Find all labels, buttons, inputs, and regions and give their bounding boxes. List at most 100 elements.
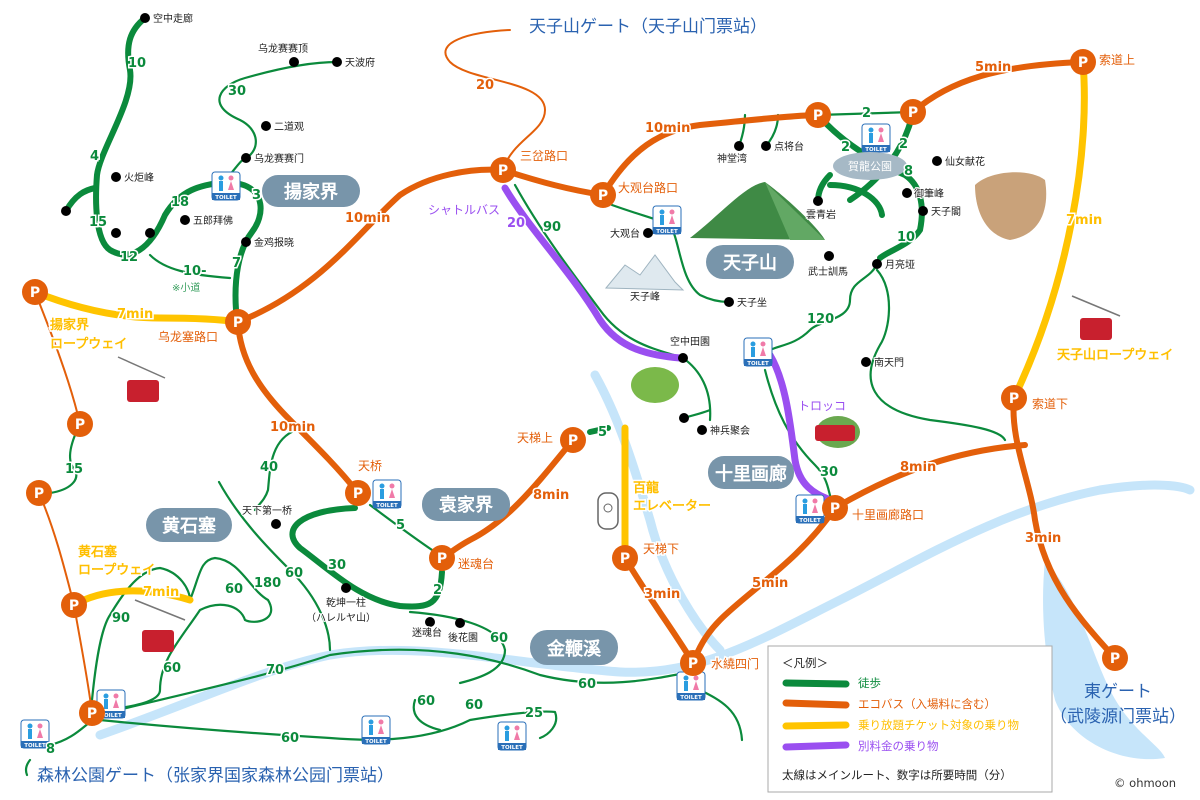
walk-time: 60	[281, 731, 299, 746]
copyright: © ohmoon	[1114, 776, 1176, 790]
walk-time: 5	[396, 518, 405, 533]
bus-time: 3min	[644, 587, 680, 602]
toilet-label: TOILET	[24, 743, 46, 749]
area-label: 十里画廊	[715, 463, 787, 485]
walk-time: 30	[228, 84, 246, 99]
toilet-label: TOILET	[656, 229, 678, 235]
spot-label: 南天門	[874, 356, 904, 369]
toilet-label: TOILET	[680, 695, 702, 701]
walk-time: 7	[232, 256, 241, 271]
elevator-label: 百龍	[633, 480, 659, 496]
parking-letter: P	[568, 433, 578, 449]
toilet-icon: TOILET	[211, 171, 241, 201]
parking-letter: P	[34, 486, 44, 502]
bus-stop-pin[interactable]: P	[560, 427, 586, 453]
walk-time: 2	[899, 137, 908, 152]
bus-stop-pin[interactable]: P	[345, 480, 371, 506]
gondola-icon	[117, 295, 1121, 652]
walk-time: 60	[225, 582, 243, 597]
ropeway-label: 天子山ロープウェイ	[1057, 347, 1173, 363]
walk-time: 10	[897, 230, 915, 245]
eco-bus-routes	[34, 29, 1118, 714]
bus-stop-pin[interactable]: P	[680, 650, 706, 676]
walk-time: 60	[490, 631, 508, 646]
parking-letter: P	[1078, 55, 1088, 71]
trolley-label: トロッコ	[798, 399, 846, 413]
ropeway-label: ロープウェイ	[50, 337, 127, 352]
bus-stop-pin[interactable]: P	[900, 99, 926, 125]
parking-letter: P	[620, 551, 630, 567]
bus-stop-pin[interactable]: P	[429, 545, 455, 571]
area-shilihualang: 十里画廊	[708, 456, 794, 489]
bus-stop-label: 三岔路口	[520, 148, 568, 163]
bus-time: 10min	[345, 211, 390, 226]
toilet-icon: TOILET	[652, 205, 682, 235]
parking-letter: P	[233, 315, 243, 331]
bus-stop-pin[interactable]: P	[590, 182, 616, 208]
area-label: 揚家界	[284, 181, 338, 203]
area-jinbianxi: 金鞭溪	[530, 630, 618, 665]
bus-stop-pin[interactable]: P	[805, 102, 831, 128]
bus-stop-pin[interactable]: P	[822, 495, 848, 521]
parking-letter: P	[87, 706, 97, 722]
legend-extra-fee: 別料金の乗り物	[858, 739, 939, 753]
trolley-icon	[815, 416, 860, 448]
walk-time: 30	[328, 558, 346, 573]
bus-stop-pin[interactable]: P	[67, 411, 93, 437]
bus-stop-label: 十里画廊路口	[852, 507, 924, 522]
legend-walk: 徒歩	[858, 676, 881, 690]
ropeway-label: ロープウェイ	[78, 563, 155, 578]
walk-time: 60	[285, 566, 303, 581]
parking-letter: P	[437, 551, 447, 567]
bus-stop-pin[interactable]: P	[1001, 385, 1027, 411]
bus-stop-pin[interactable]: P	[225, 309, 251, 335]
bus-stop-label: 水繞四门	[711, 656, 759, 671]
walk-time: 180	[254, 576, 281, 591]
parking-letter: P	[353, 486, 363, 502]
walk-time: 90	[112, 611, 130, 626]
spot-label: 神兵聚会	[710, 424, 750, 437]
spot-label: 火炬峰	[124, 171, 154, 184]
legend-title: ＜凡例＞	[782, 656, 828, 670]
toilet-icon: TOILET	[361, 715, 391, 745]
toilet-label: TOILET	[100, 713, 122, 719]
bus-stop-pin[interactable]: P	[1070, 49, 1096, 75]
spot-label: 二道观	[274, 120, 304, 133]
bus-stop-pins[interactable]: P P P P P P P P P P P P P P P P P P P	[22, 49, 1128, 726]
toilet-icon: TOILET	[20, 719, 50, 749]
bus-stop-pin[interactable]: P	[61, 592, 87, 618]
toilet-label: TOILET	[215, 195, 237, 201]
spot-label: 金鸡报晓	[254, 236, 294, 249]
ride-labels: 7min 揚家界 ロープウェイ 7min 天子山ロープウェイ 黄石塞 ロープウェ…	[49, 202, 1175, 602]
toilet-icons: TOILET TOILET TOILET TOILET TOILET TOILE…	[20, 123, 891, 751]
bus-stop-pin[interactable]: P	[612, 545, 638, 571]
legend-note: 太線はメインルート、数字は所要時間（分）	[782, 768, 1012, 782]
area-tianzishan: 天子山	[706, 245, 794, 279]
spot-label: 天子峰	[630, 291, 660, 303]
spot-label: 天子閣	[931, 206, 961, 218]
spot-dots	[61, 13, 942, 628]
elevator-label: エレベーター	[633, 499, 711, 514]
parking-letter: P	[69, 598, 79, 614]
toilet-label: TOILET	[365, 739, 387, 745]
bus-stop-pin[interactable]: P	[79, 700, 105, 726]
bus-stop-pin[interactable]: P	[22, 279, 48, 305]
parking-letter: P	[830, 501, 840, 517]
walk-time: 8	[46, 742, 55, 757]
bus-stop-pin[interactable]: P	[1102, 645, 1128, 671]
snow-peaks-illustration	[604, 254, 685, 291]
spot-label: 武士訓馬	[808, 265, 848, 278]
mountain-illustration	[690, 182, 825, 240]
spot-label: 天下第一桥	[242, 504, 292, 517]
parking-letter: P	[813, 108, 823, 124]
spot-label: 月亮垭	[885, 258, 915, 271]
toilet-label: TOILET	[376, 503, 398, 509]
parking-letter: P	[75, 417, 85, 433]
walk-time: 3	[252, 188, 261, 203]
bus-stop-pin[interactable]: P	[26, 480, 52, 506]
ropeway-time: 7min	[143, 585, 179, 600]
bus-time: 20	[476, 78, 494, 93]
bus-stop-pin[interactable]: P	[490, 157, 516, 183]
ropeway-time: 7min	[1066, 213, 1102, 228]
